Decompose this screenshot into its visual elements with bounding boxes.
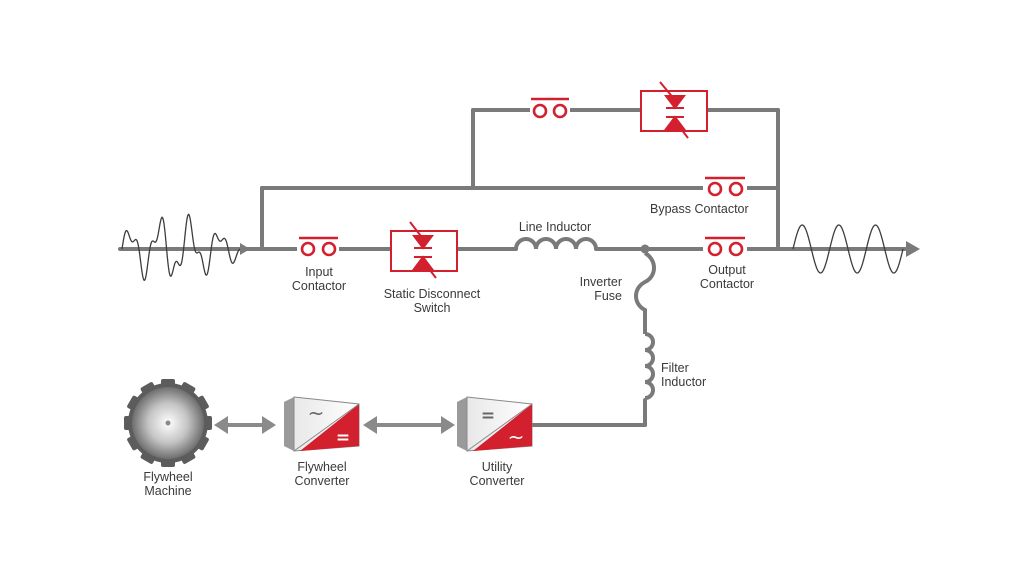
output-arrow [906, 241, 920, 257]
converter-link-arrow [363, 416, 455, 434]
ac-symbol-icon: ~ [508, 425, 525, 449]
line-inductor-label: Line Inductor [518, 220, 592, 234]
inverter-fuse [634, 251, 656, 334]
input-contactor [299, 236, 338, 257]
input-waveform [121, 213, 250, 282]
output-waveform [792, 224, 920, 274]
flywheel-converter-icon: ~ = [284, 396, 360, 452]
utility-converter-icon: = ~ [457, 396, 533, 452]
bypass-contactor [705, 176, 745, 197]
bypass-static-contactor [531, 97, 569, 119]
dc-symbol-icon: = [336, 428, 350, 448]
flywheel-machine-icon [124, 379, 212, 467]
output-contactor [705, 236, 745, 257]
filter-inductor [644, 332, 655, 400]
static-bypass-switch [640, 81, 708, 139]
dc-symbol-icon: = [481, 406, 495, 426]
line-inductor [514, 237, 598, 250]
static-disconnect-switch-symbol [390, 221, 458, 279]
wiring [118, 108, 907, 427]
input-arrow [240, 243, 250, 255]
ac-symbol-icon: ~ [308, 401, 325, 425]
flywheel-link-arrow [214, 416, 276, 434]
bypass-contactor-label: Bypass Contactor [650, 202, 749, 216]
junction-node [640, 244, 650, 254]
